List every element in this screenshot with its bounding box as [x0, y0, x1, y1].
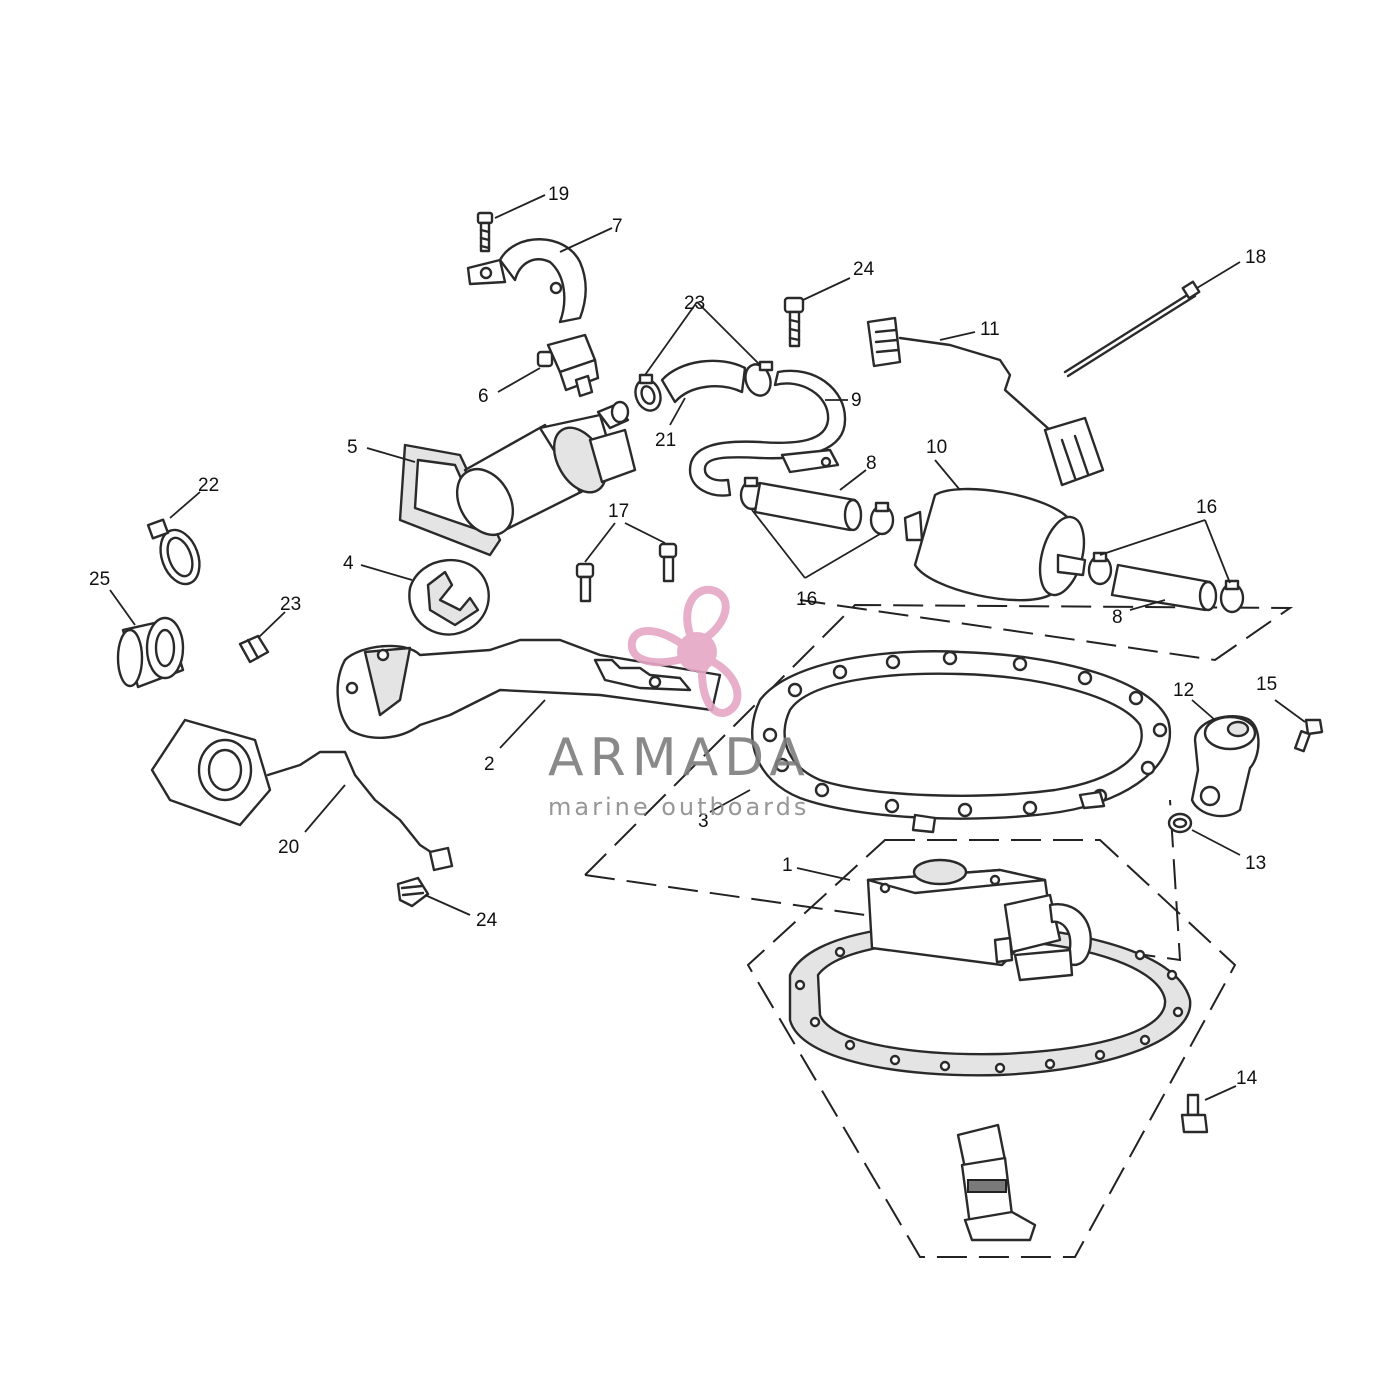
callout-5: 5	[347, 437, 358, 458]
part-7-bracket	[466, 238, 587, 324]
part-16-clamp-c	[1087, 551, 1113, 586]
watermark-brand: ARMADA	[548, 728, 811, 788]
part-11-wiring-harness	[866, 316, 1105, 487]
watermark-tagline: marine outboards	[548, 793, 809, 821]
part-14-bolt	[1180, 1093, 1209, 1134]
callout-10: 10	[926, 437, 947, 458]
part-8-hose-right	[1110, 563, 1218, 612]
part-6-connector	[536, 333, 600, 398]
callout-24-bottom: 24	[476, 910, 498, 931]
part-9-fuel-line	[688, 369, 847, 497]
part-24-nut	[396, 876, 430, 908]
callout-12: 12	[1173, 680, 1194, 701]
callout-16-middle: 16	[796, 589, 817, 610]
part-8-hose-middle	[753, 481, 863, 532]
callout-9: 9	[851, 390, 862, 411]
callout-16-right: 16	[1196, 497, 1217, 518]
part-4-retainer	[408, 558, 490, 636]
callout-8-right: 8	[1112, 607, 1123, 628]
part-23-hose-clamp-right	[744, 360, 774, 397]
callout-19: 19	[548, 184, 569, 205]
part-16-clamp-d	[1219, 579, 1245, 614]
part-13-o-ring	[1167, 812, 1193, 834]
sender-outline	[746, 839, 1237, 1258]
callout-17: 17	[608, 501, 629, 522]
part-15-bolt	[1293, 718, 1324, 753]
callout-11: 11	[980, 319, 1000, 340]
propeller-icon	[627, 586, 742, 717]
callout-20: 20	[278, 837, 299, 858]
part-22-hose-clamp	[146, 518, 201, 586]
callout-23-top: 23	[684, 293, 705, 314]
part-19-bolt	[476, 211, 494, 253]
part-25-isolator	[116, 616, 185, 689]
part-21-hose	[660, 359, 747, 404]
callout-23-left: 23	[280, 594, 301, 615]
part-3-gasket	[751, 650, 1171, 834]
callout-22: 22	[198, 475, 219, 496]
part-23-clip	[238, 634, 270, 664]
callout-15: 15	[1256, 674, 1277, 695]
sender-connector	[956, 1123, 1037, 1242]
callout-2: 2	[484, 754, 495, 775]
callout-labels: 19 7 6 5 4 2 3 1 23 21 9 8 16 10 11 18 1…	[89, 184, 1277, 1089]
callout-7: 7	[612, 216, 623, 237]
callout-18: 18	[1245, 247, 1266, 268]
callout-13: 13	[1245, 853, 1266, 874]
part-1-fuel-pump-module	[788, 858, 1192, 1077]
part-18-cable-tie	[1063, 280, 1201, 378]
callout-4: 4	[343, 553, 354, 574]
part-20-harness	[150, 718, 454, 872]
part-12-pressure-regulator	[1190, 715, 1260, 818]
callout-25: 25	[89, 569, 110, 590]
callout-21: 21	[655, 430, 676, 451]
part-2-reservoir-bracket	[336, 638, 722, 739]
part-17-bolts	[575, 542, 678, 603]
callout-3: 3	[698, 811, 709, 832]
callout-8-middle: 8	[866, 453, 877, 474]
flange-bolt-holes	[794, 934, 1184, 1074]
callout-14: 14	[1236, 1068, 1258, 1089]
pump-module-outline	[584, 799, 1182, 962]
part-16-clamp-b	[869, 501, 895, 536]
part-10-fuel-filter	[903, 487, 1087, 602]
callout-1: 1	[782, 855, 793, 876]
callout-6: 6	[478, 386, 489, 407]
leader-lines	[109, 194, 1306, 1101]
part-24-bolt-upper	[783, 296, 805, 348]
part-5-fuel-pump	[398, 400, 637, 557]
part-23-hose-clamp-upper	[634, 373, 662, 412]
watermark: ARMADA marine outboards	[548, 586, 811, 821]
callout-24-top: 24	[853, 259, 875, 280]
